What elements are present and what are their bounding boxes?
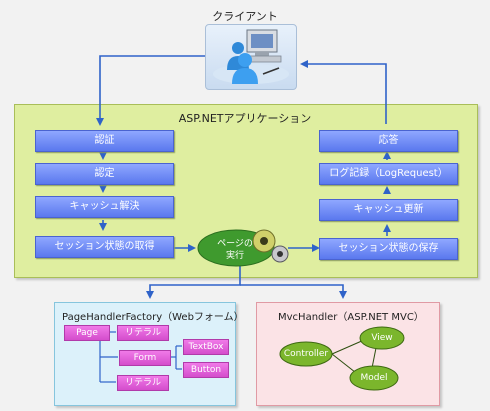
mvc-model-label: Model xyxy=(360,373,388,383)
client-label: クライアント xyxy=(212,10,278,23)
step-save-session-state: セッション状態の保存 xyxy=(319,238,458,260)
control-textbox: TextBox xyxy=(183,339,229,355)
gear-icon xyxy=(252,229,289,263)
mvc-node-model xyxy=(349,365,399,391)
control-literal-top: リテラル xyxy=(117,325,169,341)
step-log-request: ログ記録（LogRequest） xyxy=(319,163,458,185)
mvc-diagram xyxy=(279,326,405,391)
computer-users-icon xyxy=(227,29,282,84)
execute-page-label: ページの 実行 xyxy=(204,238,266,262)
execute-label-line2: 実行 xyxy=(225,251,244,261)
page-handler-factory-title: PageHandlerFactory（Webフォーム） xyxy=(62,312,244,323)
step-acquire-session-state: セッション状態の取得 xyxy=(35,236,174,258)
step-authorization: 認定 xyxy=(35,163,174,185)
control-page: Page xyxy=(64,325,110,341)
step-authentication: 認証 xyxy=(35,130,174,152)
step-respond: 応答 xyxy=(319,130,458,152)
mvc-node-view xyxy=(359,326,405,350)
control-button: Button xyxy=(183,362,229,378)
mvc-view-label: View xyxy=(371,333,393,343)
execute-label-line1: ページの xyxy=(217,239,253,249)
mvc-node-controller xyxy=(279,341,333,367)
mvc-controller-label: Controller xyxy=(283,349,329,359)
step-cache-resolve: キャッシュ解決 xyxy=(35,196,174,218)
execute-page-node xyxy=(197,229,289,267)
control-literal-bottom: リテラル xyxy=(117,375,169,391)
application-title: ASP.NETアプリケーション xyxy=(178,112,312,125)
step-cache-update: キャッシュ更新 xyxy=(319,199,458,221)
mvc-handler-title: MvcHandler（ASP.NET MVC） xyxy=(278,312,424,323)
control-form: Form xyxy=(119,350,171,366)
